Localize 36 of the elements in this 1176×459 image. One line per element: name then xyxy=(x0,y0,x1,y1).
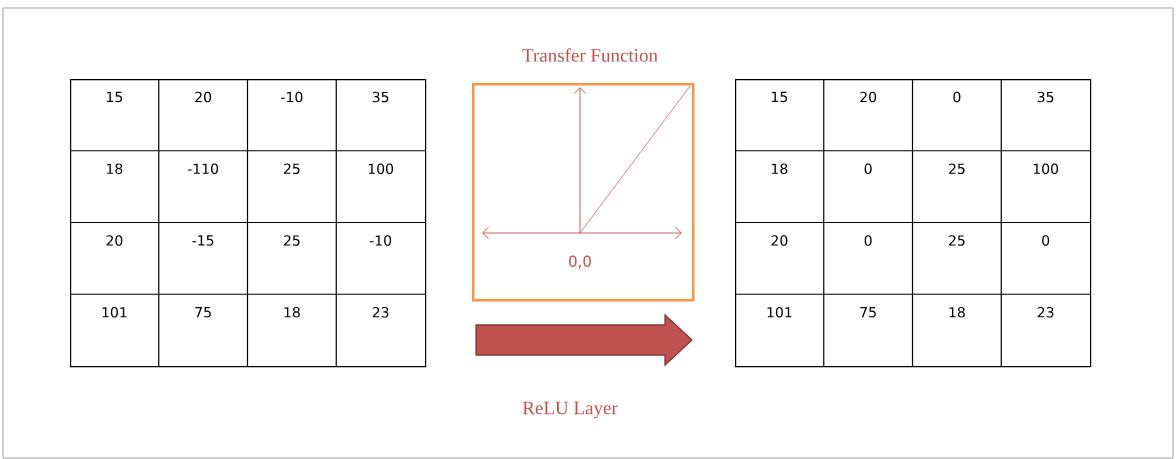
cell-value: 23 xyxy=(1037,306,1054,318)
cell-value: 15 xyxy=(772,91,788,103)
cell-value: 18 xyxy=(949,306,965,318)
cell-value: 25 xyxy=(284,235,300,246)
cell-value: 18 xyxy=(284,306,300,318)
edge-label: ReLU Layer xyxy=(522,401,618,419)
cell-value: 20 xyxy=(106,235,123,246)
cell-value: -10 xyxy=(369,235,392,246)
cell-value: 25 xyxy=(284,163,300,175)
cell-value: 25 xyxy=(949,235,965,246)
cell-value: 23 xyxy=(372,306,389,318)
cell-value: 15 xyxy=(107,91,123,103)
cell-value: -10 xyxy=(281,91,303,103)
cell-value: 101 xyxy=(102,306,127,318)
cell-value: 75 xyxy=(860,307,876,318)
cell-value: 35 xyxy=(1037,91,1054,103)
cell-value: 20 xyxy=(771,235,788,246)
cell-value: 18 xyxy=(772,163,788,175)
cell-value: 0 xyxy=(864,235,872,246)
cell-value: 100 xyxy=(1033,163,1059,175)
block-arrow xyxy=(475,313,693,367)
cell-value: 18 xyxy=(107,163,123,175)
cell-value: 0 xyxy=(953,91,961,103)
cell-value: 20 xyxy=(195,91,212,103)
cell-value: -110 xyxy=(187,163,219,175)
cell-value: 0 xyxy=(1042,235,1050,246)
cell-value: 75 xyxy=(195,307,211,318)
cell-value: 100 xyxy=(368,163,394,175)
cell-value: 0 xyxy=(864,163,872,175)
cell-value: -15 xyxy=(192,235,214,246)
cell-value: 35 xyxy=(372,91,389,103)
cell-value: 101 xyxy=(767,306,792,318)
cell-value: 25 xyxy=(949,163,965,175)
origin-label: 0,0 xyxy=(569,255,591,269)
cell-value: 20 xyxy=(860,91,877,103)
plot-title: Transfer Function xyxy=(522,48,658,62)
